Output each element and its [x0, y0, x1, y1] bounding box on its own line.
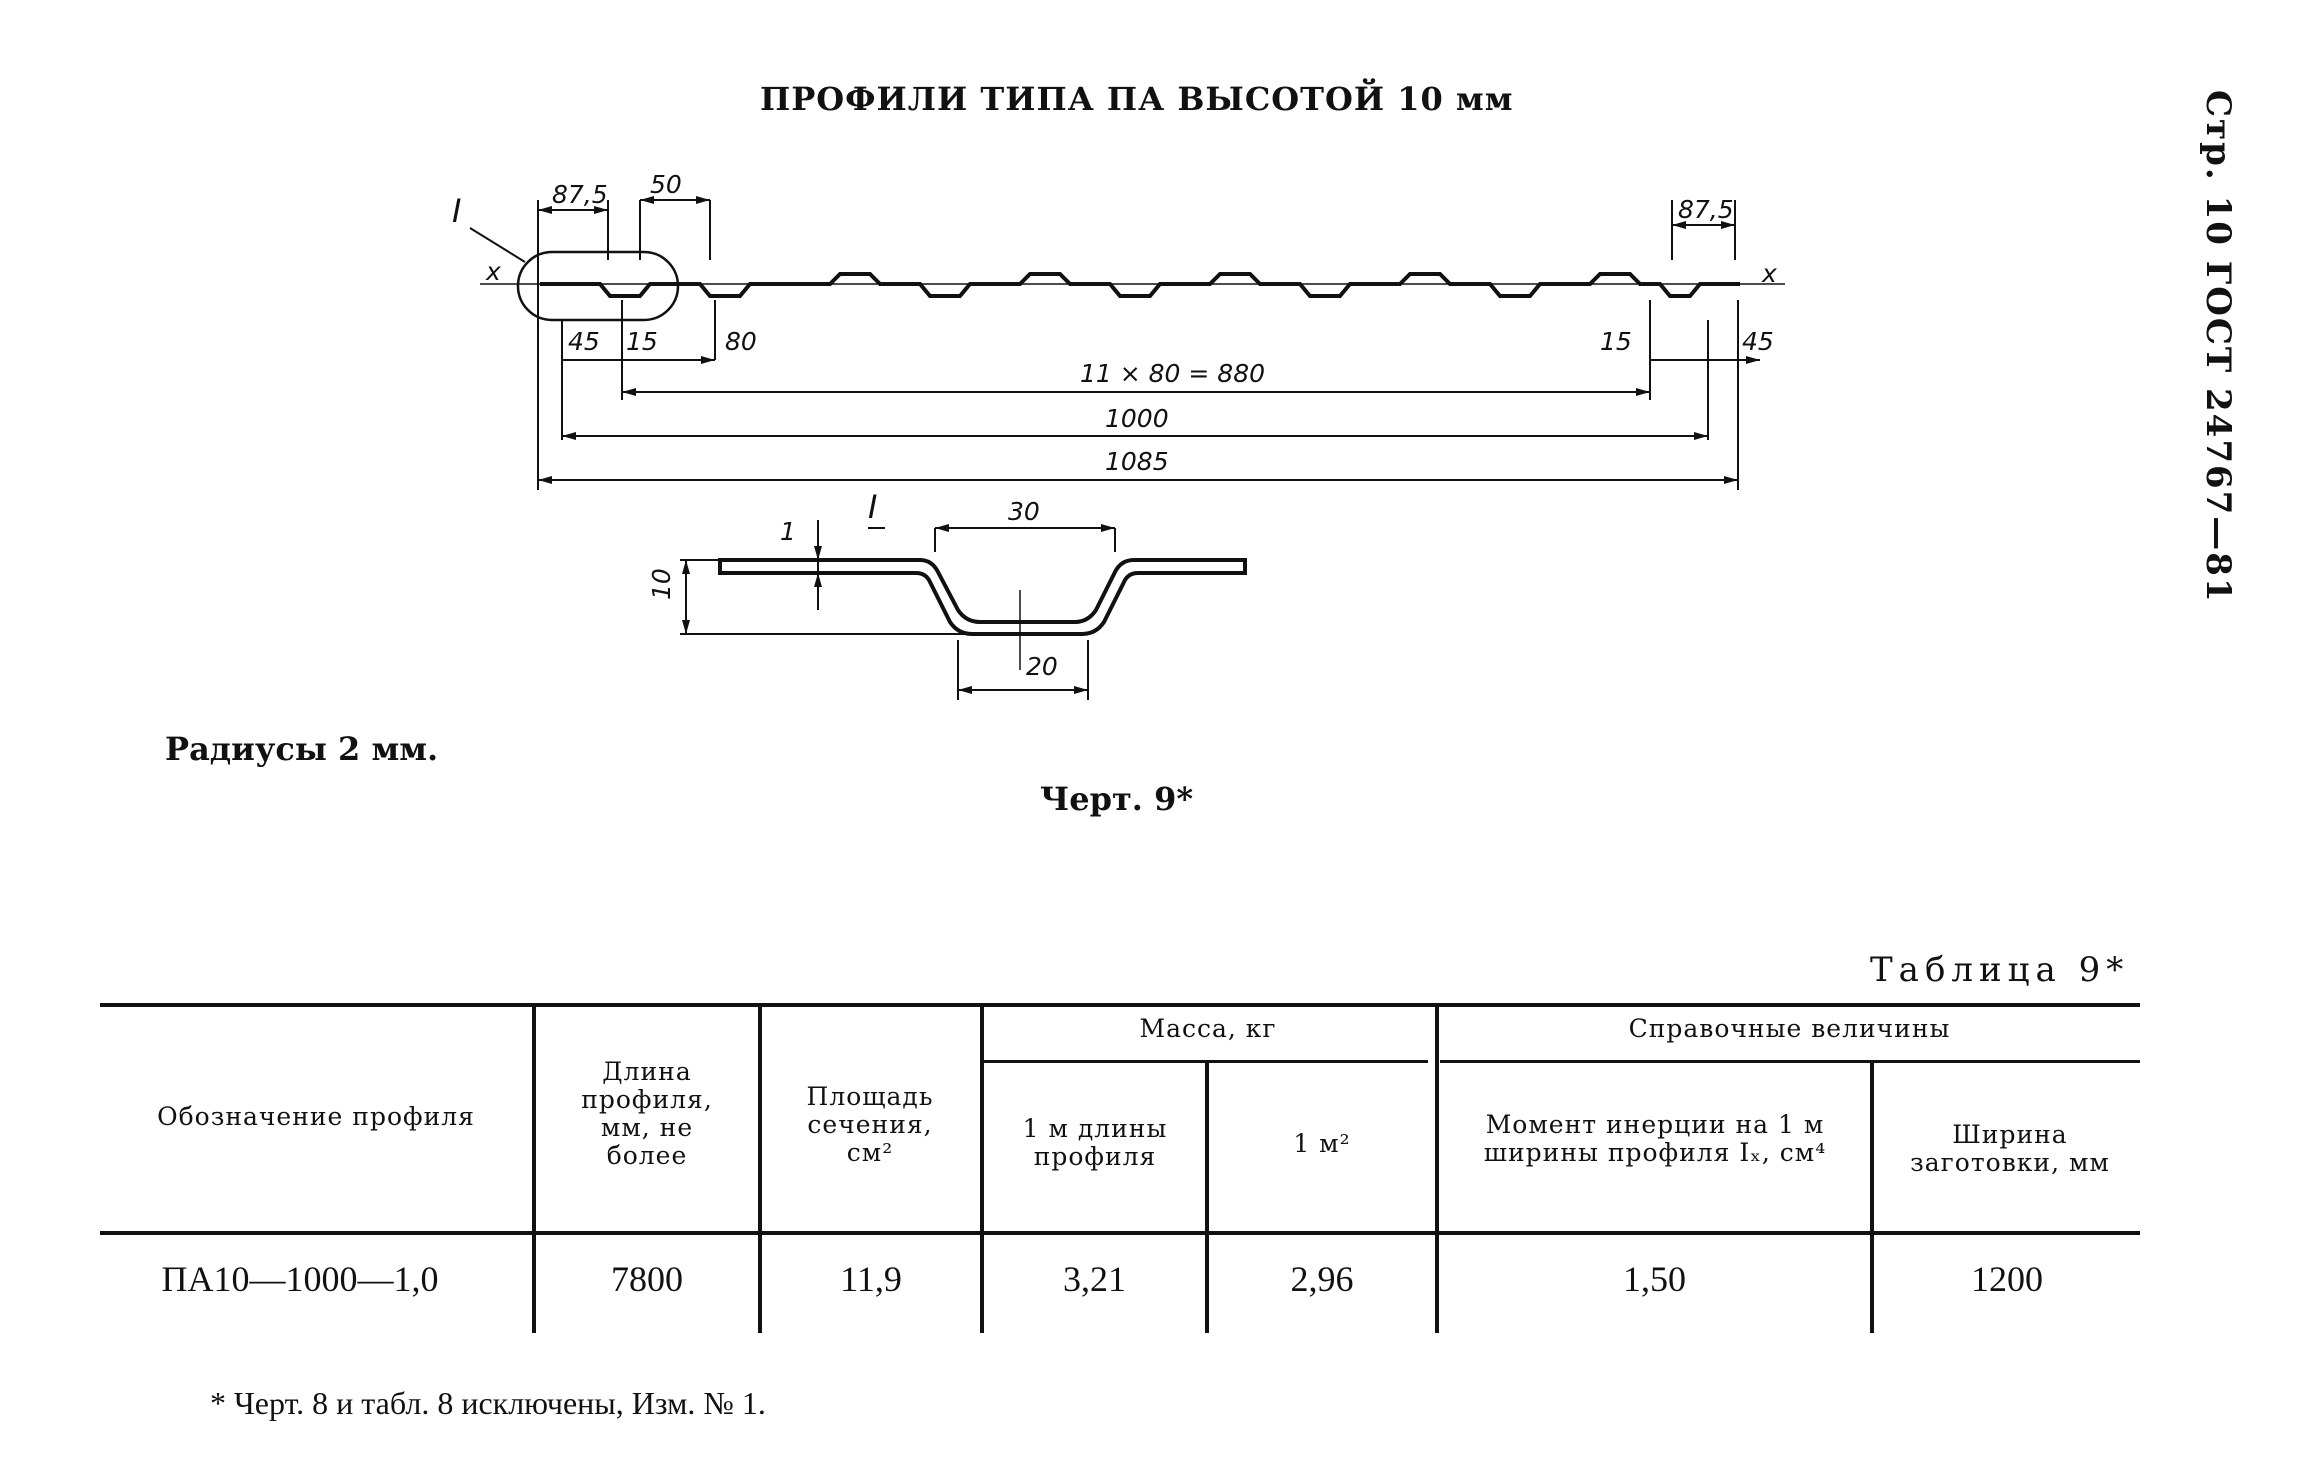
- detail-dim-30: 30: [1008, 497, 1040, 526]
- page-title: ПРОФИЛИ ТИПА ПА ВЫСОТОЙ 10 мм: [760, 80, 1514, 118]
- dim-87-5-left: 87,5: [552, 180, 608, 209]
- dim-45-right: 45: [1742, 327, 1774, 356]
- header-length: Длина профиля, мм, не более: [581, 1057, 713, 1170]
- detail-drawing: [680, 520, 1247, 700]
- cell-mass-per-m2: 2,96: [1290, 1259, 1354, 1299]
- dim-880: 11 × 80 = 880: [1080, 359, 1265, 388]
- detail-dim-10: 10: [647, 568, 676, 600]
- detail-ellipse: [516, 250, 680, 322]
- detail-leader: [469, 227, 526, 263]
- dim-80: 80: [725, 327, 757, 356]
- ref-subrule: [1440, 1060, 2140, 1063]
- header-ref-group: Справочные величины: [1628, 1014, 1951, 1043]
- table-top-rule: [100, 1003, 2140, 1007]
- header-area: Площадь сечения, см²: [806, 1082, 934, 1167]
- detail-dim-20: 20: [1026, 652, 1058, 681]
- profile-drawing: 87,5 50 87,5 45 15 80 15 45 11 × 80 = 88…: [452, 170, 1785, 700]
- spec-table: Обозначение профиля Длина профиля, мм, н…: [100, 1003, 2140, 1353]
- header-designation: Обозначение профиля: [157, 1102, 475, 1131]
- table-label: Таблица 9*: [1870, 950, 2130, 990]
- header-bottom-rule: [100, 1231, 2140, 1235]
- cell-mass-per-m: 3,21: [1063, 1259, 1126, 1299]
- detail-mark: I: [452, 192, 461, 230]
- dim-15-right: 15: [1600, 327, 1632, 356]
- dim-45-left: 45: [568, 327, 600, 356]
- header-blank-width: Ширина заготовки, мм: [1910, 1120, 2110, 1177]
- dim-87-5-right: 87,5: [1678, 195, 1734, 224]
- header-moment: Момент инерции на 1 м ширины профиля Iₓ,…: [1483, 1110, 1827, 1167]
- dim-1000: 1000: [1105, 404, 1169, 433]
- cell-moment: 1,50: [1623, 1259, 1686, 1299]
- detail-title-mark: I: [868, 488, 877, 526]
- header-mass-per-m2: 1 м²: [1293, 1129, 1351, 1158]
- arrowheads: [538, 196, 1760, 484]
- cell-blank-width: 1200: [1971, 1259, 2043, 1299]
- axis-x-right: x: [1761, 259, 1777, 288]
- cell-length: 7800: [611, 1259, 683, 1299]
- radii-note: Радиусы 2 мм.: [165, 730, 439, 768]
- dim-15-left: 15: [626, 327, 658, 356]
- axis-x-left: x: [485, 257, 501, 286]
- cell-designation: ПА10—1000—1,0: [161, 1259, 439, 1299]
- header-mass-per-m: 1 м длины профиля: [1022, 1114, 1168, 1171]
- footnote: * Черт. 8 и табл. 8 исключены, Изм. № 1.: [210, 1385, 766, 1421]
- cell-area: 11,9: [840, 1259, 902, 1299]
- mass-subrule: [980, 1060, 1428, 1063]
- profile-outline: [540, 272, 1740, 298]
- dim-1085: 1085: [1105, 447, 1169, 476]
- header-mass-group: Масса, кг: [1139, 1014, 1277, 1043]
- detail-dim-1: 1: [780, 517, 796, 546]
- dim-50: 50: [650, 170, 682, 199]
- drawing-caption: Черт. 9*: [1040, 780, 1194, 818]
